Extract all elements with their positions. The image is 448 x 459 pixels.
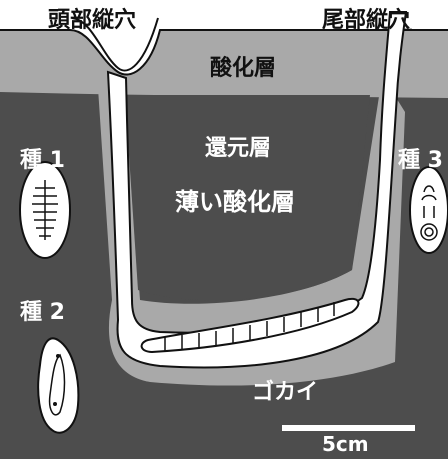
species2-dot-top [56, 354, 60, 358]
species1-label: 種 1 [20, 142, 65, 174]
reduced-layer-label: 還元層 [205, 130, 271, 162]
scale-bar [282, 425, 415, 431]
thin-oxidized-layer-label: 薄い酸化層 [175, 182, 295, 217]
oxidized-layer-label: 酸化層 [210, 50, 276, 82]
tail-burrow-label: 尾部縦穴 [322, 2, 410, 34]
species3-label: 種 3 [398, 142, 443, 174]
head-burrow-label: 頭部縦穴 [48, 2, 136, 34]
scale-label: 5cm [322, 432, 369, 456]
worm-label: ゴカイ [252, 374, 318, 406]
species2-label: 種 2 [20, 294, 65, 326]
species2-dot-bottom [53, 402, 57, 406]
